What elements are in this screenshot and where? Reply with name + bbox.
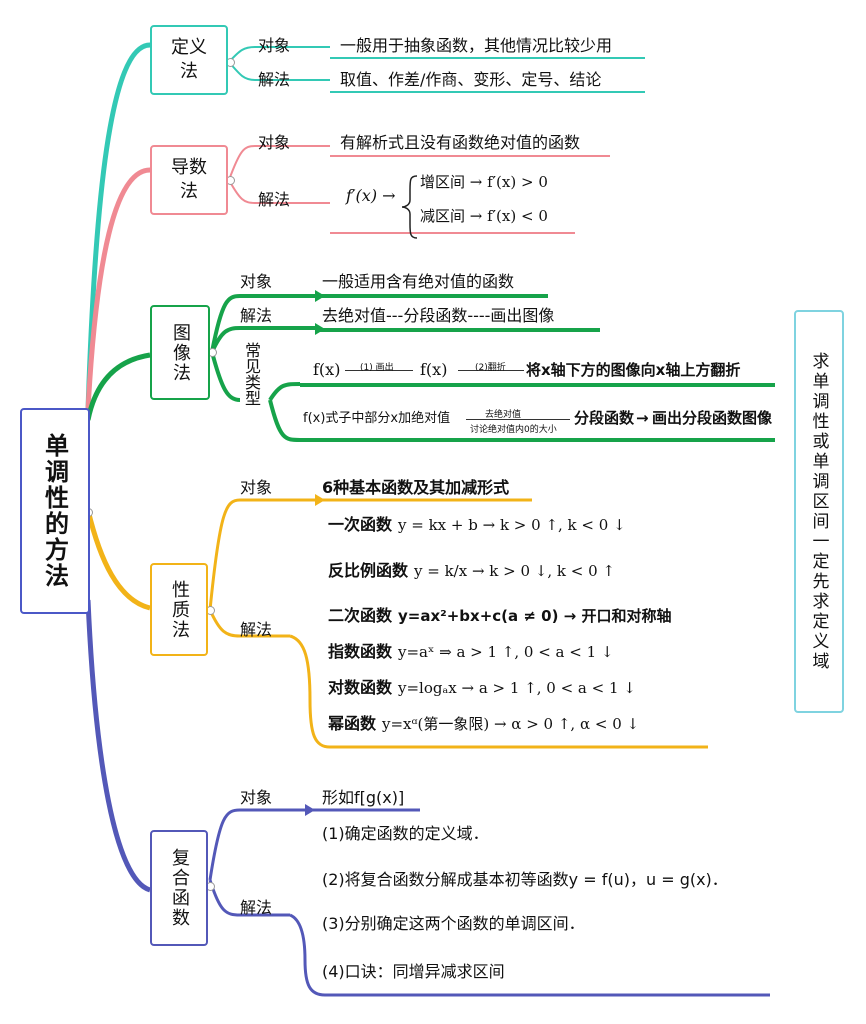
prop-item-expr: y = k/x → k > 0 ↓, k < 0 ↑ [414,562,615,580]
branch-node-property[interactable]: 性质法 [150,563,208,656]
prop-item-name: 指数函数 [328,642,393,661]
graph-type2-top: 去绝对值 [485,410,522,420]
root-node[interactable]: 单调性的方法 [20,408,90,614]
graph-type1-arrow1 [345,370,413,371]
comp-step: (4)口诀：同增异减求区间 [322,962,505,981]
branch-title-definition: 定义法 [171,37,207,82]
prop-object-label: 对象 [240,478,273,497]
graph-type2-mid: 分段函数 [574,409,635,427]
graph-type1-step2: (2)翻折 [475,363,506,373]
comp-step: (3)分别确定这两个函数的单调区间． [322,914,585,933]
arrowhead-comp-object [305,804,315,816]
connector-common-type2 [268,399,301,442]
prop-item-expr: y=ax²+bx+c(a ≠ 0) → 开口和对称轴 [398,607,672,625]
connector-root-graph [85,352,151,421]
side-note: 求单调性或单调区间一定先求定义域 [794,310,844,713]
graph-object-label: 对象 [240,272,273,291]
deriv-line2: 减区间 → f′(x) < 0 [420,207,548,225]
prop-item-name: 二次函数 [328,606,393,625]
arrowhead-graph-method [315,323,325,335]
prop-item-expr: y = kx + b → k > 0 ↑, k < 0 ↓ [398,516,626,534]
deriv-method-label: 解法 [258,190,291,209]
connector-root-property [85,509,151,611]
branch-node-definition[interactable]: 定义法 [150,25,228,95]
connector-graph-method [210,326,320,353]
deriv-line1: 增区间 → f′(x) > 0 [420,173,548,191]
root-title: 单调性的方法 [40,433,69,589]
prop-item-expr: y=aˣ ⇒ a > 1 ↑, 0 < a < 1 ↓ [398,643,614,661]
prop-item-expr: y=logₐx → a > 1 ↑, 0 < a < 1 ↓ [398,679,636,697]
graph-type2-bottom: 讨论绝对值内0的大小 [470,425,557,435]
connector-deriv-method [228,179,330,204]
connector-comp-steps [289,913,770,997]
side-note-text: 求单调性或单调区间一定先求定义域 [808,351,829,672]
connector-comp-object [208,808,310,881]
connector-common-type1 [268,382,301,402]
deriv-object-label: 对象 [258,133,291,152]
prop-method-label: 解法 [240,620,273,639]
branch-title-property: 性质法 [169,579,190,640]
prop-item-expr: y=xᵅ(第一象限) → α > 0 ↑, α < 0 ↓ [382,715,640,733]
prop-item-name: 幂函数 [328,714,377,733]
def-method-label: 解法 [258,70,291,89]
comp-object-text: 形如f[g(x)] [322,788,405,807]
comp-step: (1)确定函数的定义域． [322,824,489,843]
graph-type2-start: f(x)式子中部分x加绝对值 [303,411,451,426]
graph-object-text: 一般适用含有绝对值的函数 [322,272,515,291]
graph-type1-result: 将x轴下方的图像向x轴上方翻折 [526,361,741,379]
graph-method-text: 去绝对值---分段函数----画出图像 [322,306,555,325]
graph-type2-arrow [466,419,570,420]
def-object-text: 一般用于抽象函数，其他情况比较少用 [340,36,613,55]
branch-title-composite: 复合函数 [169,848,190,928]
connector-root-composite [85,599,151,893]
connector-prop-method [208,609,290,638]
arrowhead-prop-object [315,494,325,506]
graph-type1-arrow2 [458,370,524,371]
deriv-object-text: 有解析式且没有函数绝对值的函数 [340,133,581,152]
branch-node-derivative[interactable]: 导数法 [150,145,228,215]
prop-item-name: 一次函数 [328,515,393,534]
comp-object-label: 对象 [240,788,273,807]
connector-prop-object [208,498,320,611]
graph-type2-result: 画出分段函数图像 [652,409,773,427]
branch-node-composite[interactable]: 复合函数 [150,830,208,946]
graph-method-label: 解法 [240,306,273,325]
deriv-lhs: f′(x) → [346,186,396,205]
connector-root-definition [85,42,151,411]
graph-type1-f: f(x) [313,360,341,379]
comp-step: (2)将复合函数分解成基本初等函数y = f(u)，u = g(x)． [322,870,728,889]
branch-title-derivative: 导数法 [171,157,207,202]
branch-title-graph: 图像法 [170,322,191,383]
connector-deriv-object [228,145,330,181]
prop-object-text: 6种基本函数及其加减形式 [322,478,510,497]
branch-node-graph[interactable]: 图像法 [150,305,210,400]
arrowhead-graph-object [315,290,325,302]
connector-graph-common [210,351,241,402]
comp-method-label: 解法 [240,898,273,917]
prop-item-name: 反比例函数 [328,561,409,580]
connector-root-derivative [85,167,151,411]
brace-derivative [401,175,418,239]
graph-type2-arrow2: → [636,409,649,427]
graph-common-label: 常见类型 [242,342,261,406]
prop-item-name: 对数函数 [328,678,393,697]
connector-graph-object [210,294,320,353]
def-object-label: 对象 [258,36,291,55]
connector-prop-items [289,634,708,749]
graph-type1-step1: (1) 画出 [360,363,394,373]
def-method-text: 取值、作差/作商、变形、定号、结论 [340,70,602,89]
graph-type1-f2: f(x) [420,360,448,379]
